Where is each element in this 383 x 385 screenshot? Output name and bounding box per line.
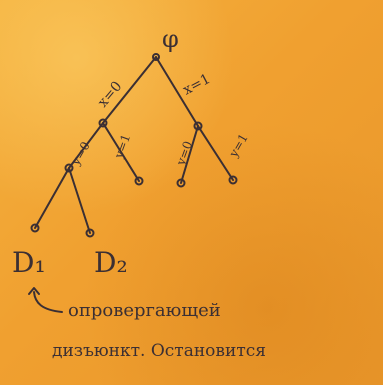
edge-left-right bbox=[102, 122, 140, 182]
edge-label-left-y1: y=1 bbox=[111, 132, 133, 161]
edge-label-right-y0: y=0 bbox=[173, 139, 195, 168]
node-d2 bbox=[85, 228, 95, 238]
edge-label-right-y1: y=1 bbox=[226, 131, 251, 160]
node-d1 bbox=[30, 223, 40, 233]
edge-left-left-left bbox=[34, 167, 70, 229]
node-x1 bbox=[193, 121, 203, 131]
leaf-label-d1: D₁ bbox=[12, 246, 46, 279]
arrow-head-icon bbox=[28, 287, 40, 295]
edge-left-left bbox=[68, 122, 104, 169]
edge-right-left bbox=[180, 125, 199, 184]
node-x1-y0 bbox=[176, 178, 186, 188]
node-x0-y0 bbox=[64, 163, 74, 173]
node-x1-y1 bbox=[228, 175, 238, 185]
edge-root-right bbox=[155, 56, 199, 127]
node-root bbox=[152, 53, 160, 61]
leaf-label-d2: D₂ bbox=[94, 246, 128, 279]
caption-line-1: опровергающей bbox=[68, 300, 221, 321]
arrow-shaft bbox=[33, 291, 63, 313]
edge-right-right bbox=[197, 125, 234, 181]
root-label: φ bbox=[162, 25, 179, 53]
edge-root-left bbox=[102, 56, 157, 124]
node-x0-y1 bbox=[134, 176, 144, 186]
edge-label-x1: x=1 bbox=[180, 71, 213, 99]
edge-label-x0: x=0 bbox=[95, 78, 126, 110]
caption-line-2: дизъюнкт. Остановится bbox=[52, 341, 266, 361]
node-x0 bbox=[98, 118, 108, 128]
edge-left-left-right bbox=[68, 167, 91, 234]
